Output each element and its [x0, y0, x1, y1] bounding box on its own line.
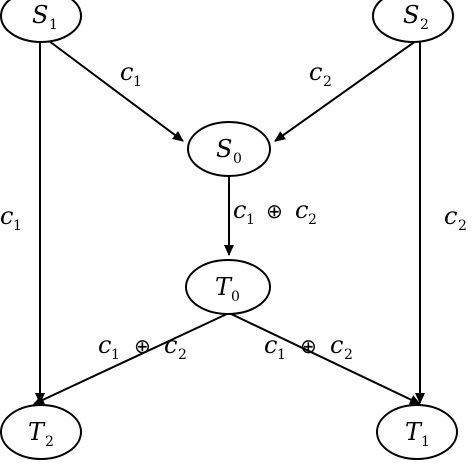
svg-text:1: 1	[111, 347, 120, 363]
svg-text:c: c	[0, 202, 13, 230]
label-s0-t0: c 1 ⊕ c 2	[233, 196, 317, 228]
svg-text:c: c	[120, 58, 133, 86]
svg-text:1: 1	[133, 74, 142, 90]
svg-text:c: c	[330, 331, 343, 359]
edge-t0-t1	[228, 312, 421, 405]
svg-text:⊕: ⊕	[266, 199, 283, 223]
svg-text:S: S	[32, 1, 48, 29]
svg-text:⊕: ⊕	[300, 334, 317, 358]
svg-text:S: S	[216, 135, 232, 163]
svg-text:2: 2	[45, 434, 54, 450]
svg-text:1: 1	[246, 212, 255, 228]
svg-text:2: 2	[323, 74, 332, 90]
edge-s1-s0	[44, 37, 184, 142]
svg-text:1: 1	[49, 17, 58, 33]
node-t2: T 2	[0, 404, 82, 460]
svg-text:c: c	[98, 331, 111, 359]
node-s0: S 0	[187, 121, 271, 177]
svg-text:2: 2	[178, 347, 187, 363]
svg-text:2: 2	[420, 17, 429, 33]
svg-text:1: 1	[277, 347, 286, 363]
node-s1: S 1	[0, 0, 82, 43]
edge-s2-s0	[274, 37, 421, 142]
label-s1-t2: c 1	[0, 202, 22, 234]
svg-text:2: 2	[344, 347, 353, 363]
edge-t0-t2	[33, 312, 230, 405]
svg-text:c: c	[444, 202, 457, 230]
svg-text:S: S	[403, 1, 419, 29]
svg-text:⊕: ⊕	[134, 334, 151, 358]
label-t0-t2: c 1 ⊕ c 2	[98, 331, 187, 363]
svg-text:1: 1	[421, 434, 430, 450]
svg-text:c: c	[264, 331, 277, 359]
label-t0-t1: c 1 ⊕ c 2	[264, 331, 353, 363]
svg-text:0: 0	[233, 151, 242, 167]
svg-text:T: T	[28, 418, 46, 446]
svg-text:2: 2	[308, 212, 317, 228]
svg-text:c: c	[309, 58, 322, 86]
node-t0: T 0	[185, 259, 271, 315]
node-s2: S 2	[372, 0, 454, 43]
svg-text:2: 2	[458, 218, 467, 234]
svg-text:c: c	[164, 331, 177, 359]
label-s2-t1: c 2	[444, 202, 467, 234]
svg-text:T: T	[215, 273, 233, 301]
svg-text:0: 0	[231, 289, 240, 305]
svg-text:T: T	[405, 418, 423, 446]
label-s1-s0: c 1	[120, 58, 142, 90]
node-t1: T 1	[376, 404, 458, 460]
svg-text:c: c	[233, 196, 246, 224]
svg-text:1: 1	[13, 218, 22, 234]
label-s2-s0: c 2	[309, 58, 332, 90]
svg-text:c: c	[295, 196, 308, 224]
